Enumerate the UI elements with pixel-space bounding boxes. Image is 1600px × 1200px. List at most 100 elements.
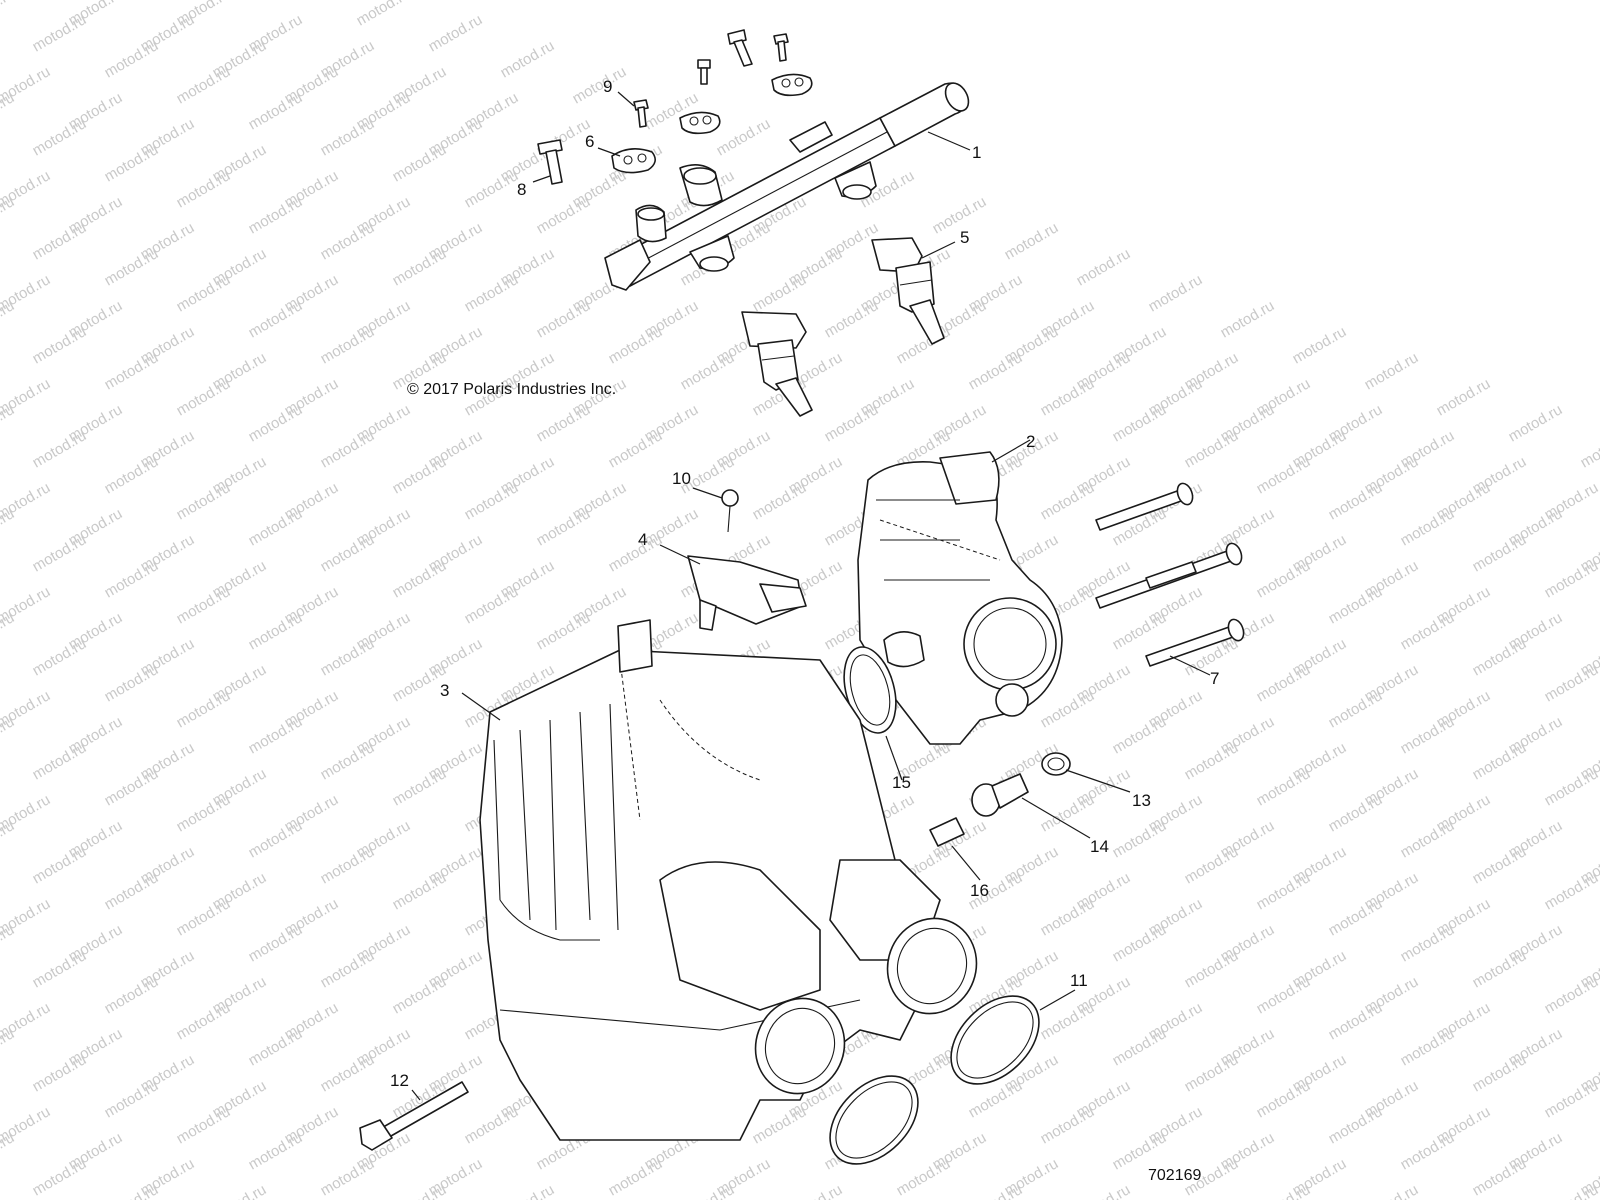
callout-11: 11 — [1070, 971, 1088, 990]
watermark-text: motod.ru — [498, 37, 558, 81]
watermark-text: motod.ru — [462, 583, 522, 627]
watermark-text: motod.ru — [894, 1155, 954, 1199]
watermark-text: motod.ru — [462, 479, 522, 523]
callout-13: 13 — [1132, 791, 1151, 810]
watermark-text: motod.ru — [246, 193, 306, 237]
watermark-text: motod.ru — [174, 1103, 234, 1147]
callout-10: 10 — [672, 469, 691, 488]
watermark-text: motod.ru — [1326, 791, 1386, 835]
callout-15: 15 — [892, 773, 911, 792]
watermark-text: motod.ru — [1470, 1051, 1530, 1095]
watermark-text: motod.ru — [246, 921, 306, 965]
watermark-text: motod.ru — [1254, 557, 1314, 601]
watermark-text: motod.ru — [318, 115, 378, 159]
watermark-text: motod.ru — [1326, 479, 1386, 523]
watermark-text: motod.ru — [1254, 1181, 1314, 1200]
watermark-text: motod.ru — [318, 531, 378, 575]
watermark-text: motod.ru — [30, 739, 90, 783]
watermark-text: motod.ru — [0, 0, 17, 29]
callout-16: 16 — [970, 881, 989, 900]
callout-5: 5 — [960, 228, 969, 247]
watermark-text: motod.ru — [966, 349, 1026, 393]
throttle-body — [857, 451, 1063, 745]
watermark-text: motod.ru — [1254, 765, 1314, 809]
watermark-text: motod.ru — [246, 817, 306, 861]
watermark-text: motod.ru — [210, 1181, 270, 1200]
watermark-text: motod.ru — [1470, 531, 1530, 575]
watermark-text: motod.ru — [1182, 739, 1242, 783]
watermark-text: motod.ru — [318, 219, 378, 263]
watermark-text: motod.ru — [1254, 973, 1314, 1017]
watermark-text: motod.ru — [1542, 1181, 1600, 1200]
watermark-text: motod.ru — [102, 661, 162, 705]
fastener-screws — [537, 29, 789, 185]
watermark-text: motod.ru — [534, 505, 594, 549]
watermark-text: motod.ru — [1398, 609, 1458, 653]
hose-clamps — [829, 995, 1040, 1165]
watermark-text: motod.ru — [1110, 609, 1170, 653]
watermark-text: motod.ru — [246, 609, 306, 653]
callout-2: 2 — [1026, 432, 1035, 451]
callout-6: 6 — [585, 132, 594, 151]
watermark-text: motod.ru — [1542, 557, 1600, 601]
watermark-text: motod.ru — [102, 349, 162, 393]
watermark-text: motod.ru — [390, 765, 450, 809]
watermark-text: motod.ru — [1254, 869, 1314, 913]
watermark-text: motod.ru — [1038, 479, 1098, 523]
watermark-text: motod.ru — [282, 0, 342, 3]
watermark-text: motod.ru — [1074, 1181, 1134, 1200]
watermark-text: motod.ru — [318, 947, 378, 991]
watermark-text: motod.ru — [1398, 921, 1458, 965]
watermark-text: motod.ru — [1470, 1155, 1530, 1199]
watermark-text: motod.ru — [102, 557, 162, 601]
watermark-text: motod.ru — [30, 219, 90, 263]
watermark-text: motod.ru — [462, 167, 522, 211]
watermark-text: motod.ru — [246, 401, 306, 445]
watermark-text: motod.ru — [318, 323, 378, 367]
watermark-text: motod.ru — [1074, 245, 1134, 289]
watermark-text: motod.ru — [174, 479, 234, 523]
watermark-text: motod.ru — [390, 245, 450, 289]
watermark-text: motod.ru — [1038, 687, 1098, 731]
map-sensor — [687, 489, 807, 631]
callout-12: 12 — [390, 1071, 409, 1090]
watermark-text: motod.ru — [30, 947, 90, 991]
watermark-text: motod.ru — [102, 37, 162, 81]
watermark-text: motod.ru — [606, 531, 666, 575]
watermark-text: motod.ru — [606, 323, 666, 367]
fuel-rail — [604, 82, 970, 291]
watermark-text: motod.ru — [534, 297, 594, 341]
watermark-text: motod.ru — [390, 1181, 450, 1200]
watermark-text: motod.ru — [318, 635, 378, 679]
watermark-text: motod.ru — [174, 63, 234, 107]
watermark-text: motod.ru — [390, 973, 450, 1017]
watermark-text: motod.ru — [174, 167, 234, 211]
watermark-text: motod.ru — [1110, 817, 1170, 861]
fuel-injector-upper — [871, 237, 945, 345]
watermark-text: motod.ru — [390, 453, 450, 497]
watermark-text: motod.ru — [30, 1051, 90, 1095]
watermark-text: motod.ru — [1326, 583, 1386, 627]
watermark-text: motod.ru — [1038, 1103, 1098, 1147]
callout-3: 3 — [440, 681, 449, 700]
watermark-text: motod.ru — [678, 349, 738, 393]
watermark-text: motod.ru — [1362, 349, 1422, 393]
fuel-injector-lower — [741, 311, 813, 417]
watermark-text: motod.ru — [30, 635, 90, 679]
throttle-body-bolts — [1095, 482, 1245, 667]
watermark-text: motod.ru — [750, 479, 810, 523]
callout-8: 8 — [517, 180, 526, 199]
watermark-text: motod.ru — [318, 1051, 378, 1095]
watermark-text: motod.ru — [786, 1181, 846, 1200]
watermark-text: motod.ru — [390, 869, 450, 913]
watermark-text: motod.ru — [570, 63, 630, 107]
watermark-text: motod.ru — [1146, 271, 1206, 315]
watermark-text: motod.ru — [30, 115, 90, 159]
watermark-text: motod.ru — [1110, 713, 1170, 757]
watermark-text: motod.ru — [1110, 1025, 1170, 1069]
drawing-number: 702169 — [1148, 1167, 1201, 1184]
watermark-text: motod.ru — [1326, 1103, 1386, 1147]
watermark-text: motod.ru — [102, 765, 162, 809]
watermark-text: motod.ru — [246, 1025, 306, 1069]
